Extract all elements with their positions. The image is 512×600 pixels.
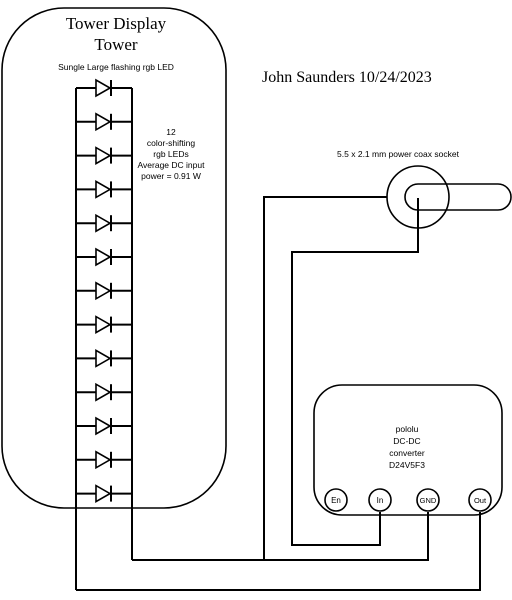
led-note-line3: rgb LEDs: [153, 149, 188, 159]
tower-enclosure: [1, 7, 227, 509]
led-note-line1: 12: [166, 127, 176, 137]
pin-en-label: En: [331, 496, 341, 505]
led-diode: [76, 416, 132, 436]
led-diode: [76, 247, 132, 267]
wire-led-gnd: [132, 512, 429, 561]
led-diode: [76, 180, 132, 199]
pin-out-label: Out: [474, 496, 487, 505]
led-diode: [76, 281, 132, 301]
socket-label: 5.5 x 2.1 mm power coax socket: [337, 149, 460, 159]
converter-line1: pololu: [396, 424, 419, 434]
led-diode: [76, 112, 132, 132]
led-diode: [76, 78, 132, 98]
pin-out: Out: [468, 488, 492, 512]
converter-box: [313, 384, 503, 516]
led-diode: [76, 484, 132, 503]
led-diode: [76, 450, 132, 470]
wire-socket-outer: [263, 196, 387, 560]
pin-gnd: GND: [416, 488, 440, 512]
led-note: 12 color-shifting rgb LEDs Average DC in…: [138, 127, 206, 181]
led-note-line2: color-shifting: [147, 138, 195, 148]
led-diode: [76, 213, 132, 233]
socket-pin: [404, 183, 512, 211]
pin-gnd-label: GND: [420, 496, 437, 505]
tower-title-line2: Tower: [94, 35, 138, 54]
wire-led-out: [76, 512, 481, 591]
pin-in: In: [368, 488, 392, 512]
tower-title-line1: Tower Display: [66, 14, 167, 33]
led-note-line4: Average DC input: [138, 160, 206, 170]
converter-line2: DC-DC: [393, 436, 420, 446]
led-diode: [76, 315, 132, 334]
converter-line3: converter: [389, 448, 425, 458]
converter-line4: D24V5F3: [389, 460, 425, 470]
pin-en: En: [324, 488, 348, 512]
led-array: [76, 78, 132, 503]
led-diode: [76, 146, 132, 165]
power-coax-socket: [386, 165, 512, 229]
led-label: Sungle Large flashing rgb LED: [58, 62, 174, 72]
led-diode: [76, 349, 132, 368]
wire-socket-center: [291, 198, 419, 546]
led-diode: [76, 382, 132, 402]
author-date: John Saunders 10/24/2023: [262, 69, 432, 86]
led-note-line5: power = 0.91 W: [141, 171, 201, 181]
pin-in-label: In: [377, 496, 384, 505]
